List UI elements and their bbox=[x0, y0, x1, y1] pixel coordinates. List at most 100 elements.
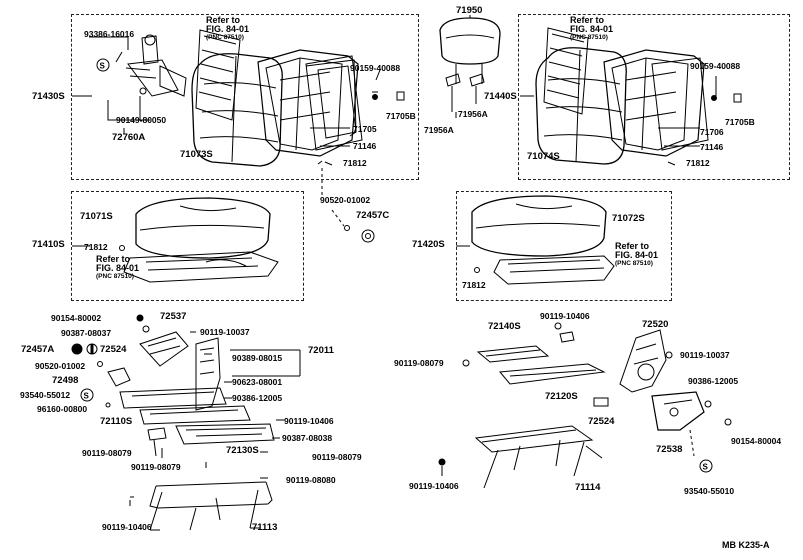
part-label: 93540-55012 bbox=[20, 390, 71, 400]
part-label: 90623-08001 bbox=[232, 377, 283, 387]
part-label: 90387-08038 bbox=[282, 433, 333, 443]
part-label: 90119-10037 bbox=[680, 350, 730, 360]
part-label: 90119-08079 bbox=[82, 448, 132, 458]
part-label: 90119-10406 bbox=[540, 311, 590, 321]
part-label: 72524 bbox=[100, 344, 127, 355]
part-label: 93540-55010 bbox=[684, 486, 735, 496]
part-label: 71812 bbox=[686, 158, 710, 168]
part-label: 90154-80002 bbox=[51, 313, 102, 323]
part-label: 90119-10037 bbox=[200, 327, 250, 337]
part-label: 71114 bbox=[575, 482, 601, 493]
left-cushion-frame bbox=[123, 251, 279, 283]
cushion-left-group-box bbox=[71, 191, 304, 301]
part-label: 90159-40088 bbox=[350, 63, 401, 73]
part-label: 90119-10406 bbox=[284, 416, 334, 426]
right-seat-cushion bbox=[471, 195, 607, 257]
part-label: 90159-40088 bbox=[690, 61, 741, 71]
headrest-supports bbox=[445, 73, 485, 112]
part-label: 72457A bbox=[21, 344, 55, 355]
part-label: 71430S bbox=[32, 91, 65, 102]
lever-72524 bbox=[593, 397, 609, 407]
part-label: 90119-08079 bbox=[312, 452, 362, 462]
left-back-board bbox=[305, 55, 363, 151]
part-label: 72498 bbox=[52, 375, 79, 386]
part-label: 72520 bbox=[642, 319, 669, 330]
part-label: 72760A bbox=[112, 132, 146, 143]
part-label: 71812 bbox=[84, 242, 108, 252]
part-label: 90119-08079 bbox=[394, 358, 444, 368]
part-label: 72011 bbox=[308, 345, 334, 356]
right-seatback-frame bbox=[603, 49, 709, 157]
part-label: 72130S bbox=[226, 445, 259, 456]
recliner-knob-assembly bbox=[125, 34, 187, 97]
part-label: 72120S bbox=[545, 391, 578, 402]
part-label: 71705 bbox=[353, 124, 377, 134]
right-bottom-rail bbox=[474, 425, 603, 489]
headrest bbox=[439, 17, 501, 84]
part-label: 71950 bbox=[456, 5, 483, 16]
clip-93386-icon bbox=[96, 58, 110, 72]
reference-note-left-cushion: Refer to FIG. 84-01 (PNC 87510) bbox=[96, 254, 140, 280]
part-label: 71072S bbox=[612, 213, 645, 224]
part-label: 90389-08015 bbox=[232, 353, 283, 363]
part-label: 90149-80050 bbox=[116, 115, 167, 125]
right-headrest-panel bbox=[543, 27, 589, 115]
part-label: 71440S bbox=[484, 91, 517, 102]
part-label: 71146 bbox=[700, 142, 724, 152]
part-label: 72457C bbox=[356, 210, 390, 221]
reference-note-right-cushion: Refer to FIG. 84-01 (PNC 87510) bbox=[615, 241, 659, 267]
seatback-left-group-box bbox=[71, 14, 419, 180]
right-recliner bbox=[619, 329, 705, 431]
svg-text:S: S bbox=[84, 392, 90, 401]
part-label: 90520-01002 bbox=[35, 361, 86, 371]
part-label: 90386-12005 bbox=[688, 376, 739, 386]
part-label: 71146 bbox=[353, 141, 377, 151]
part-label: 72537 bbox=[160, 311, 187, 322]
part-label: 90386-12005 bbox=[232, 393, 283, 403]
part-label: 90154-80004 bbox=[731, 436, 782, 446]
grommet-72457C bbox=[361, 229, 375, 243]
part-label: 71812 bbox=[462, 280, 486, 290]
left-seatback-cushion bbox=[191, 53, 283, 167]
part-label: 72110S bbox=[100, 416, 133, 427]
left-seat-cushion bbox=[135, 197, 271, 259]
part-label: 93386-16016 bbox=[84, 29, 135, 39]
part-label: 72538 bbox=[656, 444, 683, 455]
part-label: 72140S bbox=[488, 321, 521, 332]
left-seatback-frame bbox=[257, 49, 359, 157]
part-label: 71074S bbox=[527, 151, 560, 162]
part-label: 71956A bbox=[458, 109, 488, 119]
part-label: 71956A bbox=[424, 125, 454, 135]
figure-code: MB K235-A bbox=[722, 540, 770, 550]
part-label: 71071S bbox=[80, 211, 113, 222]
part-label: 71812 bbox=[343, 158, 367, 168]
reference-note-right-back: Refer to FIG. 84-01 (PNC 87510) bbox=[570, 15, 614, 41]
part-label: 72524 bbox=[588, 416, 615, 427]
right-cushion-frame bbox=[493, 255, 615, 285]
part-label: 90119-10406 bbox=[409, 481, 459, 491]
part-label: 71420S bbox=[412, 239, 445, 250]
bolt-90154-80002 bbox=[136, 314, 144, 322]
left-headrest-rods-panel bbox=[195, 29, 241, 121]
part-label: 71706 bbox=[700, 127, 724, 137]
part-label: 96160-00800 bbox=[37, 404, 88, 414]
seatback-right-group-box bbox=[518, 14, 790, 180]
clip-71705B-left-icon bbox=[396, 91, 405, 101]
part-label: 90387-08037 bbox=[61, 328, 112, 338]
part-label: 90119-08079 bbox=[131, 462, 181, 472]
right-seatback-cushion bbox=[535, 47, 627, 165]
part-label: 71073S bbox=[180, 149, 213, 160]
part-label: 71113 bbox=[252, 522, 278, 533]
part-label: 90119-08080 bbox=[286, 475, 336, 485]
part-label: 71410S bbox=[32, 239, 65, 250]
svg-text:S: S bbox=[703, 463, 709, 472]
left-seat-rail bbox=[149, 481, 273, 531]
part-label: 90520-01002 bbox=[320, 195, 371, 205]
clip-71705B-right-icon bbox=[733, 93, 742, 103]
clip-93540-55010-icon bbox=[699, 459, 713, 473]
left-seat-adjuster bbox=[107, 331, 275, 457]
part-label: 71705B bbox=[725, 117, 755, 127]
right-seat-rails bbox=[476, 331, 606, 385]
